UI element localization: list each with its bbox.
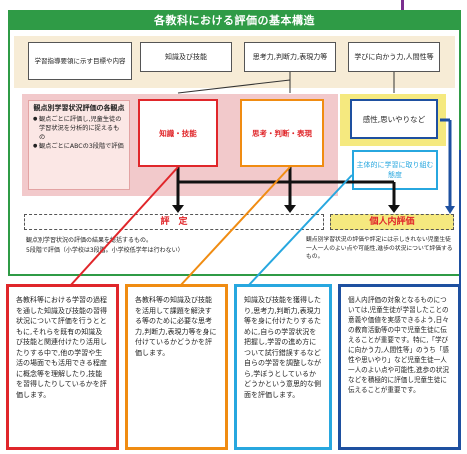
page-title: 各教科における評価の基本構造 [10, 12, 459, 30]
kojinnai-label: 個人内評価 [369, 217, 415, 227]
top-box-motivation: 学びに向かう力,人間性等 [348, 42, 440, 72]
card-thinking: 各教科等の知識及び技能を活用して課題を解決する等のために必要な思考力,判断力,表… [125, 284, 228, 450]
hyotei-box [24, 214, 324, 230]
viewpoint-sensitivity-box: 感性,思いやりなど [350, 99, 438, 139]
goals-box: 学習指導要領に示す目標や内容 [28, 42, 132, 80]
viewpoint-thinking-box: 思考・判断・表現 [240, 99, 324, 167]
hyotei-label: 評 定 [160, 217, 188, 227]
viewpoints-item: 観点ごとにABCの3段階で評価 [33, 142, 125, 151]
viewpoints-description: 観点別学習状況評価の各観点 観点ごとに評価し,児童生徒の学習状況を分析的に捉える… [28, 100, 130, 190]
viewpoints-title: 観点別学習状況評価の各観点 [33, 104, 125, 112]
top-box-knowledge: 知識及び技能 [140, 42, 232, 72]
card-attitude: 知識及び技能を獲得したり,思考力,判断力,表現力等を身に付けたりするために,自ら… [234, 284, 332, 450]
kojinnai-note: 観点別学習状況の評価や評定には示しきれない児童生徒一人一人のよい点や可能性,進歩… [306, 237, 453, 260]
kojinnai-box [330, 214, 454, 230]
hyotei-note: 観点別学習状況の評価の結果を総括するもの。 [26, 237, 153, 244]
card-individual: 個人内評価の対象となるものについては,児童生徒が学習したことの意義や価値を実感で… [338, 284, 461, 450]
card-connectors [69, 150, 461, 287]
top-right-connector [401, 0, 404, 12]
viewpoints-item: 観点ごとに評価し,児童生徒の学習状況を分析的に捉えるもの [33, 115, 125, 142]
viewpoint-knowledge-box: 知識・技能 [138, 99, 218, 167]
card-knowledge: 各教科等における学習の過程を通した知識及び技能の習得状況について評価を行うととも… [6, 284, 119, 450]
top-box-thinking: 思考力,判断力,表現力等 [244, 42, 336, 72]
branch-lines [177, 72, 395, 94]
convergence-arrows [172, 118, 455, 214]
hyotei-note: 5段階で評価（小学校は3段階。小学校低学年は行わない） [26, 247, 184, 254]
